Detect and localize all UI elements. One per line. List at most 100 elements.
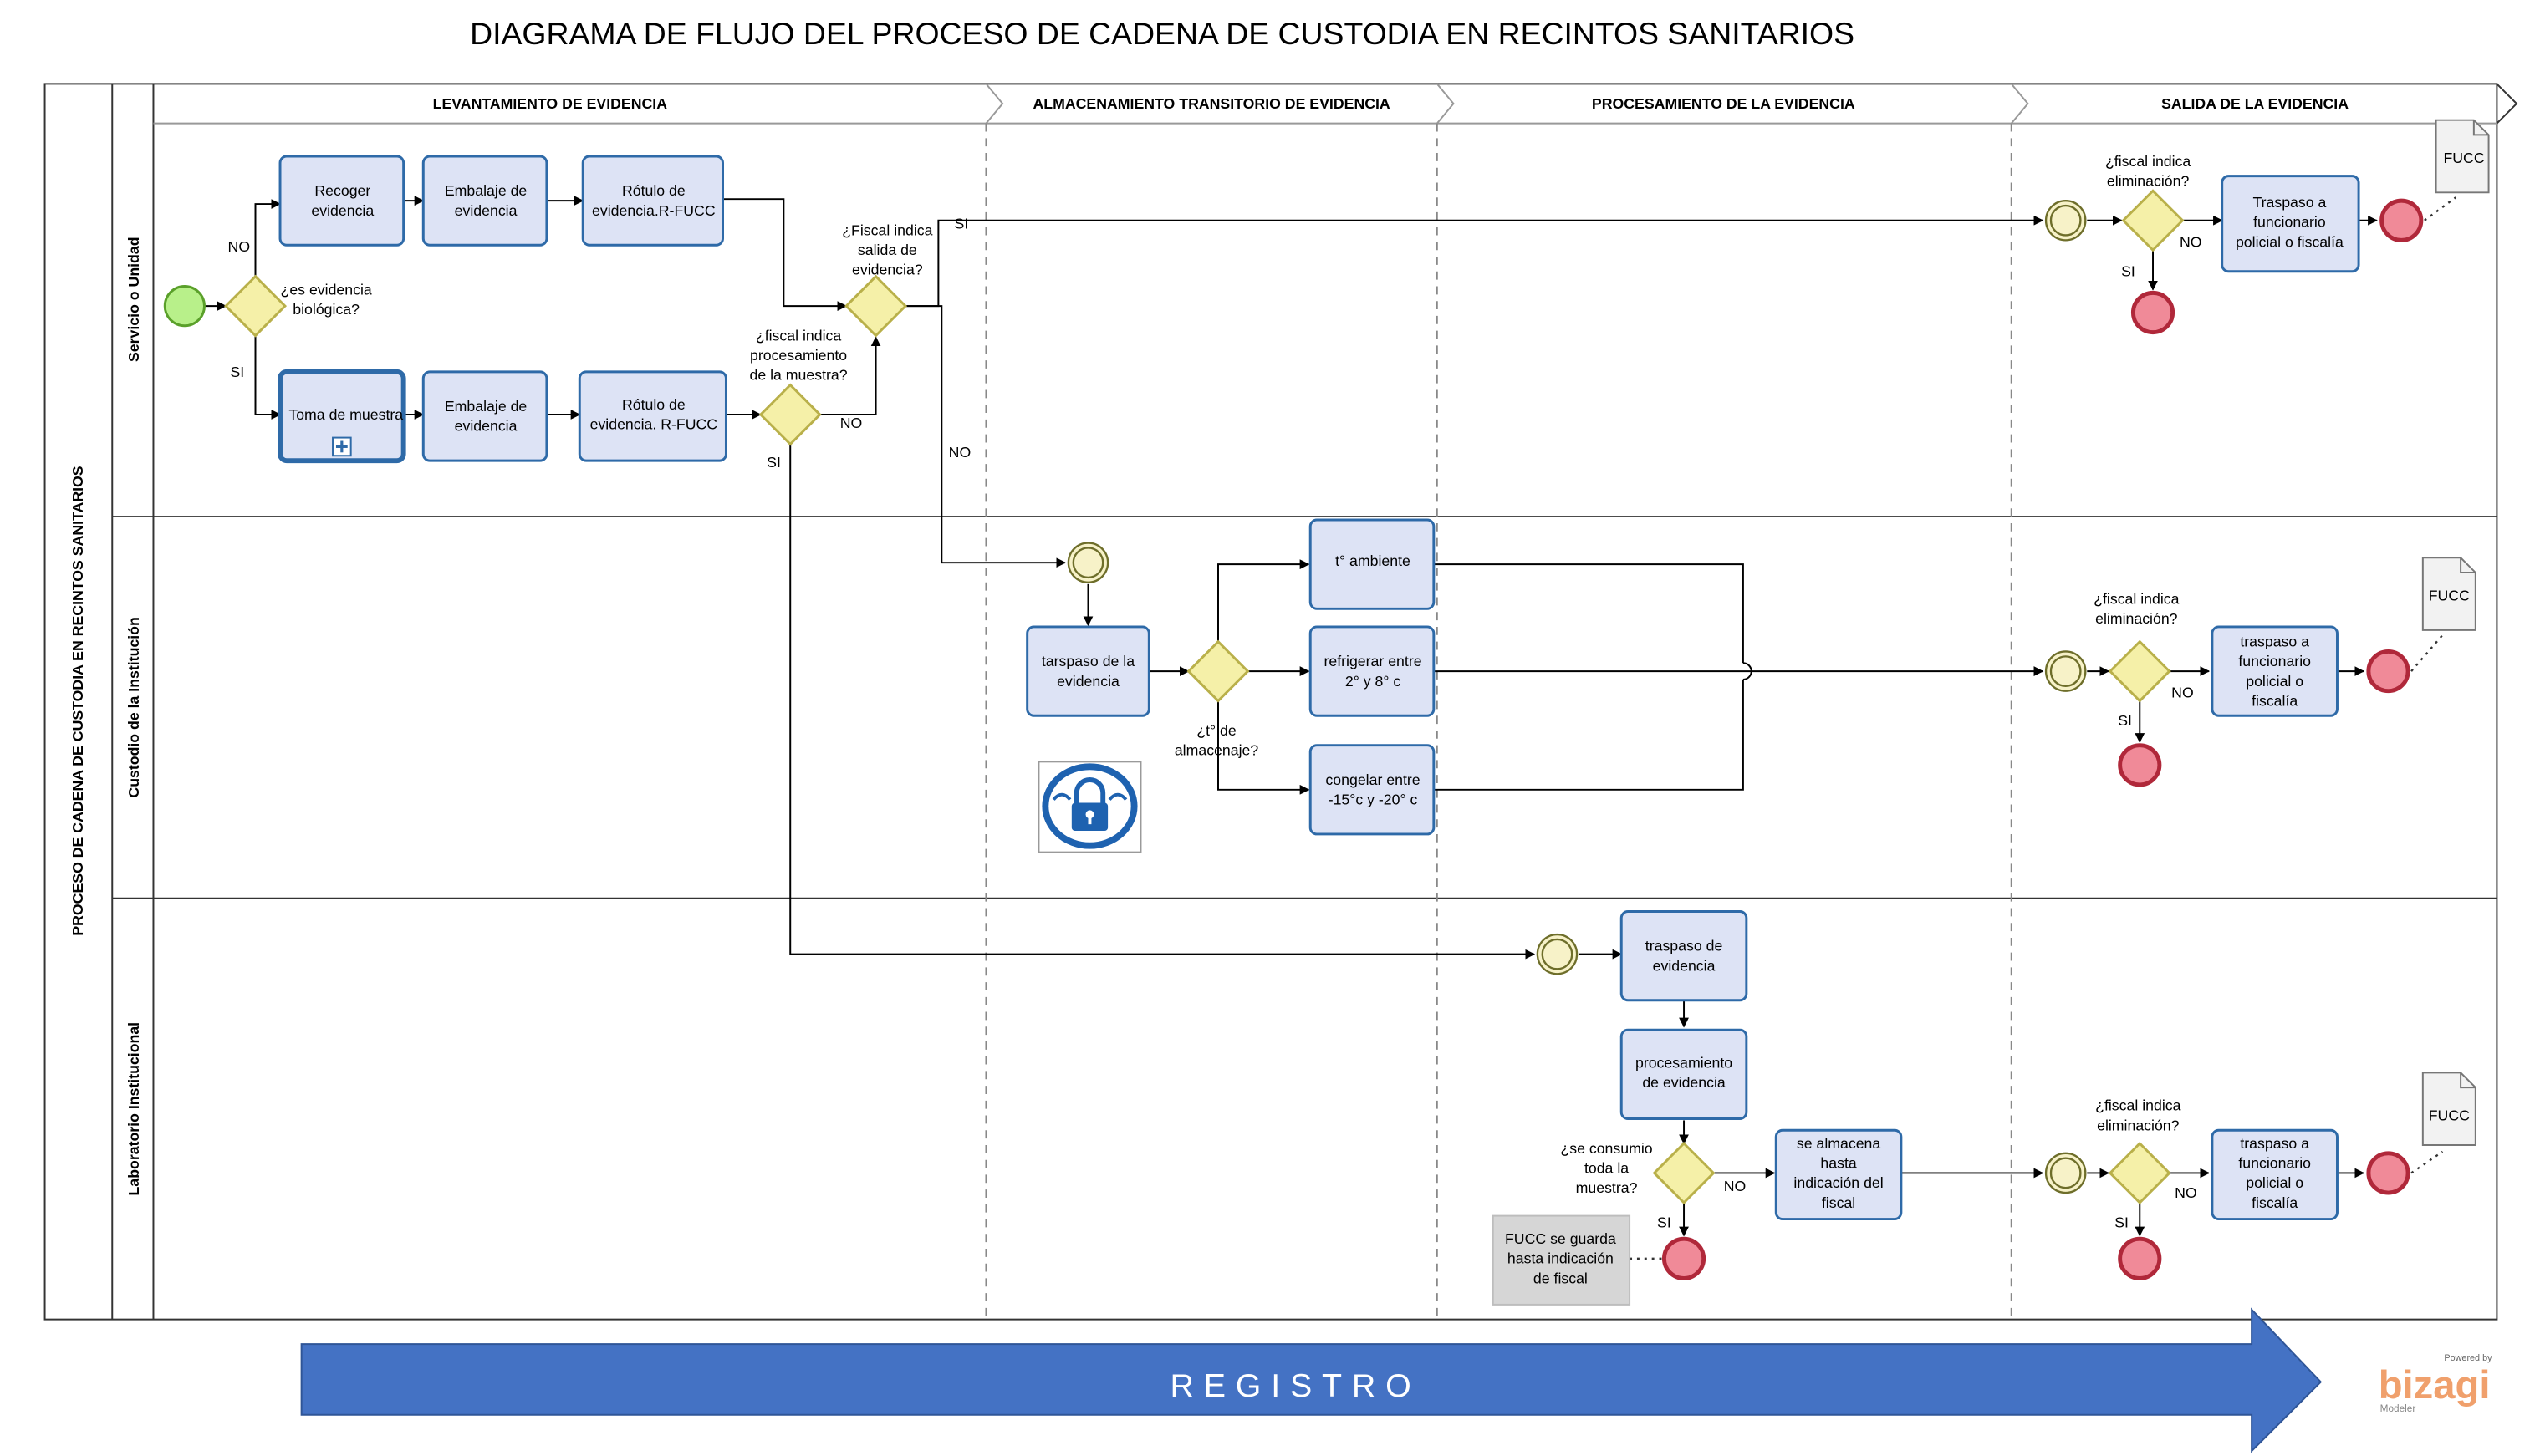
flow-condition-label: NO — [2171, 685, 2194, 701]
task-label: congelar entre-15°c y -20° c — [1325, 771, 1420, 808]
phase-header — [153, 83, 2518, 125]
end-event[interactable] — [2130, 290, 2175, 335]
task-traspaso-evidencia-lab[interactable] — [1619, 909, 1748, 1002]
task-toma-muestra[interactable] — [278, 369, 406, 464]
end-event[interactable] — [2366, 1151, 2410, 1195]
flow-condition-label: NO — [949, 444, 972, 461]
gateways — [223, 189, 2185, 1204]
gateway-biologica[interactable] — [223, 274, 288, 338]
phase-procesamiento: PROCESAMIENTO DE LA EVIDENCIA — [1592, 95, 1855, 112]
intermediate-events — [1067, 199, 2087, 1194]
end-event[interactable] — [2118, 743, 2162, 787]
task-traspaso-servicio[interactable] — [2221, 175, 2360, 273]
task-traspaso-custodio[interactable] — [2211, 625, 2339, 717]
pool-label: PROCESO DE CADENA DE CUSTODIA EN RECINTO… — [69, 466, 86, 935]
pool — [43, 83, 2498, 1321]
gateway-procesamiento[interactable] — [758, 383, 822, 446]
end-events — [1661, 198, 2424, 1280]
phase-levantamiento: LEVANTAMIENTO DE EVIDENCIA — [433, 95, 668, 112]
end-event[interactable] — [1661, 1236, 1706, 1280]
registro-label: REGISTRO — [1170, 1367, 1420, 1404]
task-procesamiento[interactable] — [1619, 1028, 1748, 1120]
task-t-ambiente[interactable] — [1308, 518, 1436, 610]
task-traspaso-laboratorio[interactable] — [2211, 1128, 2339, 1221]
end-event[interactable] — [2379, 198, 2424, 242]
task-refrigerar[interactable] — [1308, 625, 1436, 717]
document-label: FUCC — [2443, 150, 2484, 166]
task-embalaje-2[interactable] — [421, 370, 548, 462]
flow-condition-label: NO — [1724, 1178, 1747, 1194]
task-recoger[interactable] — [278, 155, 405, 247]
flow-condition-label: SI — [955, 216, 969, 232]
document-label: FUCC — [2429, 1107, 2470, 1123]
task-label: Toma de muestra — [288, 406, 403, 423]
task-tarspaso[interactable] — [1026, 625, 1150, 717]
end-event[interactable] — [2366, 649, 2410, 694]
task-congelar[interactable] — [1308, 744, 1436, 836]
sequence-flows — [204, 196, 2378, 1237]
flow-condition-label: NO — [228, 238, 251, 255]
gateway-consumo[interactable] — [1652, 1141, 1716, 1204]
phase-almacenamiento: ALMACENAMIENTO TRANSITORIO DE EVIDENCIA — [1033, 95, 1390, 112]
document-label: FUCC — [2429, 587, 2470, 603]
document-fucc-2 — [2421, 557, 2476, 631]
flow-condition-label: NO — [840, 415, 863, 431]
task-se-almacena[interactable] — [1774, 1128, 1903, 1221]
diagram-title: DIAGRAMA DE FLUJO DEL PROCESO DE CADENA … — [470, 16, 1854, 51]
lock-icon — [1038, 761, 1142, 853]
lane-label-laboratorio: Laboratorio Institucional — [125, 1022, 142, 1196]
task-rotulo-2[interactable] — [578, 370, 727, 462]
tasks — [278, 155, 2360, 1221]
gateway-almacenaje[interactable] — [1186, 639, 1250, 703]
flow-condition-label: NO — [2175, 1184, 2197, 1201]
document-fucc-1 — [2435, 119, 2490, 194]
brand-powered: Powered by — [2444, 1353, 2492, 1363]
task-label: t° ambiente — [1335, 552, 1410, 569]
gateway-eliminacion-laboratorio[interactable] — [2108, 1141, 2171, 1204]
flow-condition-label: SI — [2121, 263, 2135, 280]
flow-condition-label: SI — [2118, 712, 2132, 729]
flow-condition-label: SI — [1657, 1214, 1671, 1230]
phase-separators — [985, 123, 2012, 1320]
flow-condition-label: NO — [2180, 233, 2202, 250]
flow-condition-label: SI — [230, 364, 244, 380]
brand-sub: Modeler — [2380, 1403, 2416, 1414]
registro-arrow — [300, 1307, 2323, 1453]
gateway-eliminacion-servicio[interactable] — [2121, 189, 2185, 252]
flow-condition-label: SI — [767, 454, 781, 471]
lane-label-custodio: Custodio de la Institución — [125, 617, 142, 797]
associations — [1630, 196, 2456, 1260]
task-embalaje-1[interactable] — [421, 155, 548, 247]
bizagi-logo: bizagi — [2379, 1363, 2491, 1408]
task-rotulo-1[interactable] — [581, 155, 724, 247]
document-fucc-3 — [2421, 1072, 2476, 1146]
end-event[interactable] — [2118, 1236, 2162, 1280]
gateway-eliminacion-custodio[interactable] — [2108, 639, 2171, 703]
flow-condition-label: SI — [2114, 1214, 2129, 1230]
gateway-salida[interactable] — [844, 274, 908, 338]
start-event[interactable] — [163, 285, 206, 328]
